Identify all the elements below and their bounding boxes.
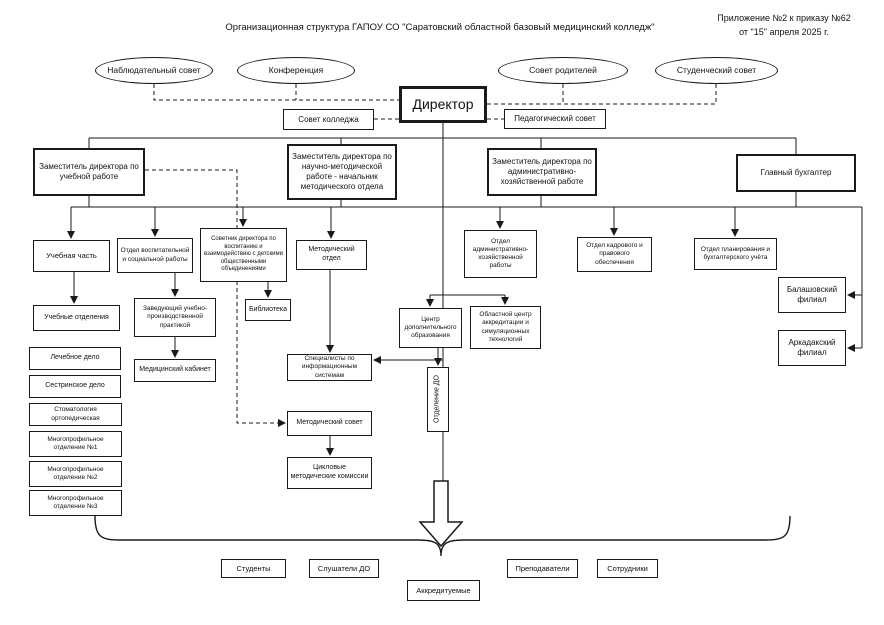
node-planning-accounting-dept: Отдел планирования и бухгалтерского учёт… xyxy=(694,238,777,270)
node-nursing: Сестринское дело xyxy=(29,375,121,398)
node-library: Библиотека xyxy=(245,299,291,321)
node-parents-council: Совет родителей xyxy=(498,57,628,84)
node-students: Студенты xyxy=(221,559,286,578)
node-director-advisor: Советник директора по воспитанию и взаим… xyxy=(200,228,287,282)
node-chief-accountant: Главный бухгалтер xyxy=(736,154,856,192)
node-continuing-education-dept: Отделение ДО xyxy=(427,367,449,432)
brace-shape xyxy=(94,515,791,557)
node-conference: Конференция xyxy=(237,57,355,84)
node-multiprofile-2: Многопрофильное отделение №2 xyxy=(29,461,122,487)
dashed-connectors xyxy=(145,84,717,427)
node-arkadak-branch: Аркадакский филиал xyxy=(778,330,846,366)
annex-line-2: от "15" апреля 2025 г. xyxy=(739,26,829,37)
annex-note: Приложение №2 к приказу №62 от "15" апре… xyxy=(698,12,870,39)
node-deputy-methodical: Заместитель директора по научно-методиче… xyxy=(287,144,397,200)
node-information-systems-specialists: Специалисты по информационным системам xyxy=(287,354,372,381)
node-balashov-branch: Балашовский филиал xyxy=(778,277,846,313)
node-multiprofile-1: Многопрофильное отделение №1 xyxy=(29,431,122,457)
node-upbringing-dept: Отдел воспитательной и социальной работы xyxy=(117,238,193,273)
node-continuing-education-center: Центр дополнительного образования xyxy=(399,308,462,348)
page-title: Организационная структура ГАПОУ СО "Сара… xyxy=(225,22,655,33)
node-methodical-council: Методический совет xyxy=(287,411,372,436)
node-multiprofile-3: Многопрофильное отделение №3 xyxy=(29,490,122,516)
node-deputy-administrative: Заместитель директора по административно… xyxy=(487,148,597,196)
node-do-listeners: Слушатели ДО xyxy=(309,559,379,578)
node-practical-training-head: Заведующий учебно-производственной практ… xyxy=(134,298,216,337)
node-teachers: Преподаватели xyxy=(507,559,578,578)
node-cycle-commissions: Цикловые методические комиссии xyxy=(287,457,372,489)
annex-line-1: Приложение №2 к приказу №62 xyxy=(717,13,851,23)
node-supervisory-board: Наблюдательный совет xyxy=(95,57,213,84)
node-pedagogical-council: Педагогический совет xyxy=(504,109,606,129)
node-staff: Сотрудники xyxy=(597,559,658,578)
node-administrative-dept: Отдел административно-хозяйственной рабо… xyxy=(464,230,537,278)
node-director: Директор xyxy=(399,86,487,123)
down-arrow-icon xyxy=(418,480,464,548)
node-methodical-dept: Методический отдел xyxy=(296,240,367,270)
node-student-council: Студенческий совет xyxy=(655,57,778,84)
node-accreditees: Аккредитуемые xyxy=(407,580,480,601)
node-academic-departments: Учебные отделения xyxy=(33,305,120,331)
node-accreditation-center: Областной центр аккредитации и симуляцио… xyxy=(470,306,541,349)
node-medical-office: Медицинский кабинет xyxy=(134,359,216,382)
node-college-council: Совет колледжа xyxy=(283,109,374,130)
node-hr-legal-dept: Отдел кадрового и правового обеспечения xyxy=(577,237,652,272)
arrow-connectors xyxy=(67,207,862,456)
node-general-medicine: Лечебное дело xyxy=(29,347,121,370)
node-academic-unit: Учебная часть xyxy=(33,240,110,272)
node-orthopedic-dentistry: Стоматология ортопедическая xyxy=(29,403,122,426)
node-deputy-academic: Заместитель директора по учебной работе xyxy=(33,148,145,196)
